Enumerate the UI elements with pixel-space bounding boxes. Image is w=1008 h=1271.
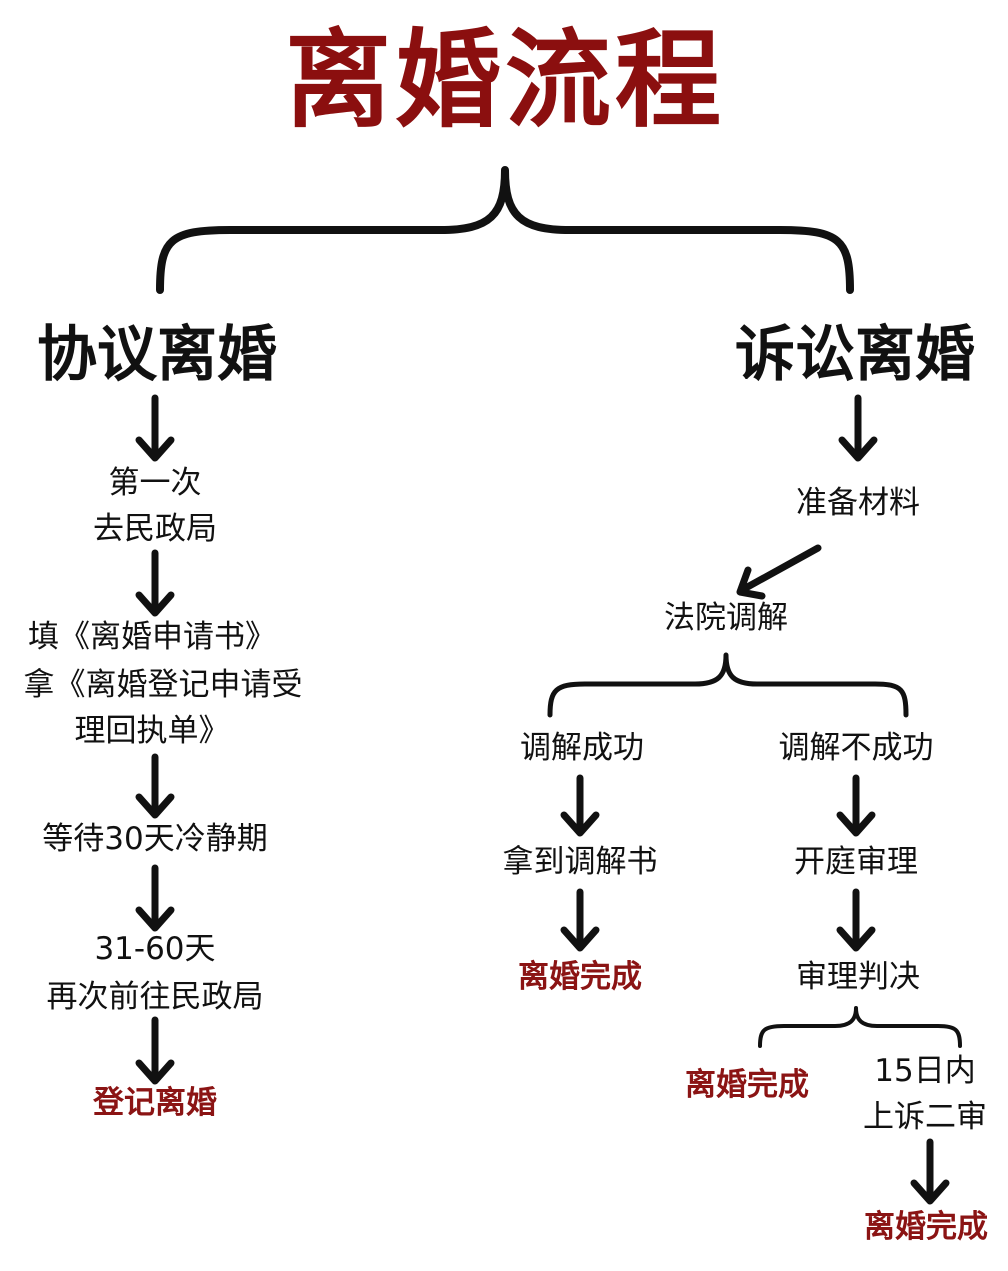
trial-step: 开庭审理	[794, 844, 918, 880]
mediation-failure-label: 调解不成功	[778, 730, 934, 766]
appeal-line1: 15日内	[874, 1053, 976, 1089]
agreement-step2-line1: 填《离婚申请书》	[28, 619, 276, 655]
litigation-heading: 诉讼离婚	[735, 320, 975, 390]
arrow-appeal	[910, 1138, 950, 1205]
agreement-step1-line1: 第一次	[108, 465, 202, 501]
agreement-step2-line3: 理回执单》	[74, 713, 230, 749]
agreement-step3: 等待30天冷静期	[42, 821, 268, 857]
agreement-step1-line2: 去民政局	[93, 511, 217, 547]
page-title: 离婚流程	[285, 19, 725, 142]
litigation-step2: 法院调解	[664, 600, 788, 636]
arrow-agreement-2	[135, 549, 175, 617]
agreement-step4-line1: 31-60天	[94, 931, 216, 967]
verdict-result: 离婚完成	[685, 1067, 809, 1103]
agreement-heading: 协议离婚	[37, 320, 277, 390]
mediation-brace	[547, 652, 909, 718]
top-brace	[156, 166, 854, 294]
arrow-failure-1	[836, 774, 876, 837]
mediation-success-label: 调解成功	[520, 730, 644, 766]
arrow-agreement-3	[135, 753, 175, 819]
agreement-step2-line2: 拿《离婚登记申请受	[23, 667, 303, 703]
agreement-result: 登记离婚	[93, 1085, 217, 1121]
verdict-step: 审理判决	[796, 959, 920, 995]
arrow-agreement-4	[135, 864, 175, 932]
agreement-step4-line2: 再次前往民政局	[46, 979, 264, 1015]
arrow-success-2	[560, 888, 600, 952]
arrow-failure-2	[836, 888, 876, 952]
mediation-success-result: 离婚完成	[518, 959, 642, 995]
arrow-litigation-2	[736, 544, 822, 600]
arrow-litigation-1	[838, 394, 878, 462]
arrow-agreement-5	[135, 1016, 175, 1085]
litigation-step1: 准备材料	[796, 485, 920, 521]
appeal-result: 离婚完成	[864, 1209, 988, 1245]
verdict-brace	[758, 1006, 962, 1048]
mediation-success-step: 拿到调解书	[502, 844, 658, 880]
arrow-agreement-1	[135, 394, 175, 462]
appeal-line2: 上诉二审	[863, 1099, 987, 1135]
arrow-success-1	[560, 774, 600, 837]
